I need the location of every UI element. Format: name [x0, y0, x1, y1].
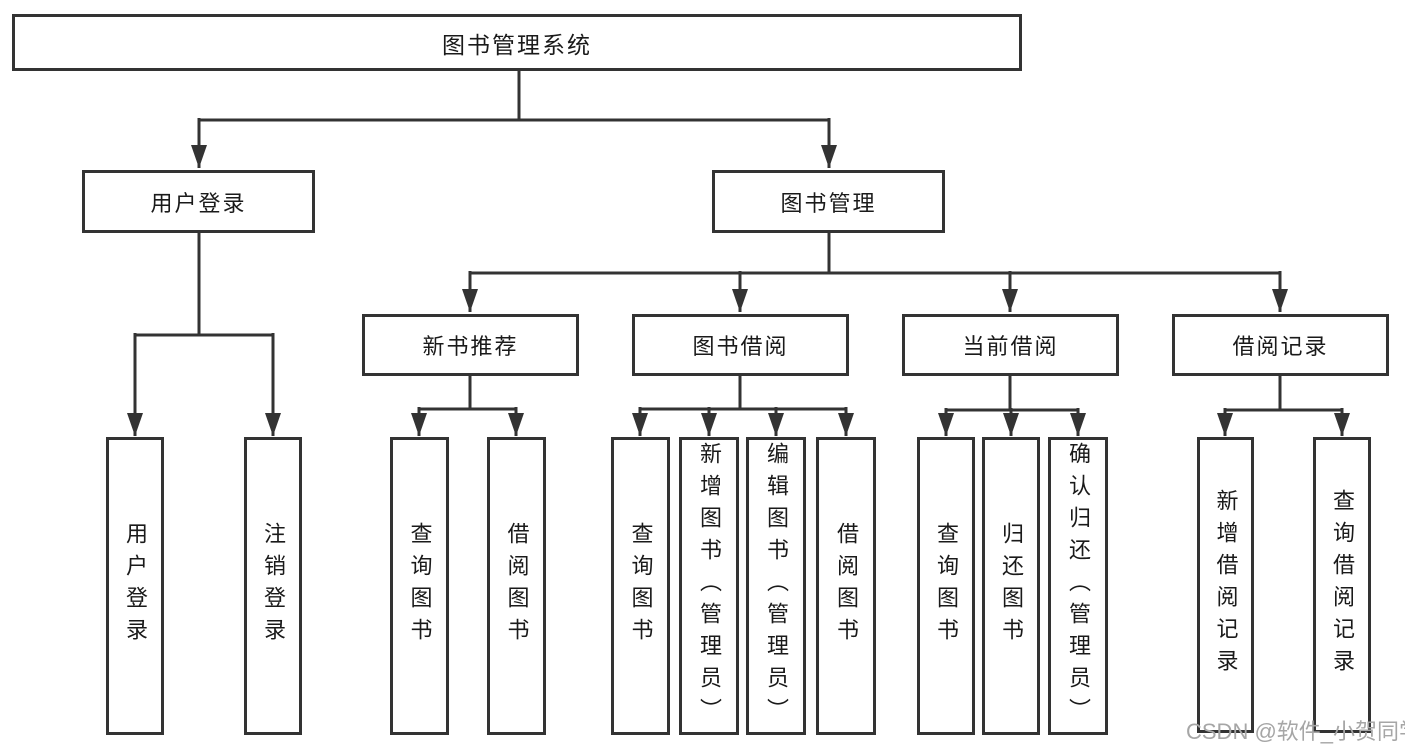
leaf-logout-label: 注销登录 [261, 522, 286, 650]
leaf-confirm-return-admin-label: 确认归还（管理员） [1066, 442, 1091, 730]
leaf-add-borrow-record: 新增借阅记录 [1197, 437, 1254, 733]
leaf-query-books-borrowing-label: 查询图书 [628, 522, 654, 650]
node-book-management: 图书管理 [712, 170, 945, 233]
leaf-query-books-recommend-label: 查询图书 [407, 522, 433, 650]
node-borrowing-records: 借阅记录 [1172, 314, 1389, 376]
leaf-return-books-label: 归还图书 [999, 522, 1024, 650]
leaf-query-books-current-label: 查询图书 [934, 522, 959, 650]
node-new-book-recommendation-label: 新书推荐 [422, 334, 519, 359]
node-book-management-label: 图书管理 [780, 190, 877, 216]
node-book-borrowing-label: 图书借阅 [692, 334, 789, 359]
leaf-query-books-recommend: 查询图书 [390, 437, 449, 735]
node-current-borrowing: 当前借阅 [902, 314, 1119, 376]
csdn-watermark: CSDN @软件_小贺同学 [1186, 719, 1405, 744]
leaf-query-books-borrowing: 查询图书 [611, 437, 670, 735]
leaf-add-borrow-record-label: 新增借阅记录 [1213, 489, 1239, 681]
node-user-login-label: 用户登录 [150, 190, 247, 216]
leaf-borrow-books-recommend: 借阅图书 [487, 437, 546, 735]
node-library-system: 图书管理系统 [12, 14, 1022, 71]
leaf-query-borrow-record-label: 查询借阅记录 [1330, 489, 1355, 681]
leaf-edit-books-admin: 编辑图书（管理员） [746, 437, 806, 735]
leaf-edit-books-admin-label: 编辑图书（管理员） [764, 442, 789, 730]
leaf-return-books: 归还图书 [982, 437, 1040, 735]
node-library-system-label: 图书管理系统 [442, 31, 592, 58]
node-borrowing-records-label: 借阅记录 [1232, 334, 1329, 359]
node-current-borrowing-label: 当前借阅 [962, 334, 1059, 359]
leaf-user-login: 用户登录 [106, 437, 164, 735]
leaf-borrow-books: 借阅图书 [816, 437, 876, 735]
leaf-user-login-label: 用户登录 [123, 522, 148, 650]
leaf-logout: 注销登录 [244, 437, 302, 735]
node-user-login: 用户登录 [82, 170, 315, 233]
leaf-query-borrow-record: 查询借阅记录 [1313, 437, 1371, 733]
leaf-borrow-books-recommend-label: 借阅图书 [504, 522, 530, 650]
leaf-add-books-admin-label: 新增图书（管理员） [697, 442, 722, 730]
leaf-add-books-admin: 新增图书（管理员） [679, 437, 739, 735]
leaf-borrow-books-label: 借阅图书 [834, 522, 859, 650]
node-new-book-recommendation: 新书推荐 [362, 314, 579, 376]
leaf-query-books-current: 查询图书 [917, 437, 975, 735]
leaf-confirm-return-admin: 确认归还（管理员） [1048, 437, 1108, 735]
node-book-borrowing: 图书借阅 [632, 314, 849, 376]
